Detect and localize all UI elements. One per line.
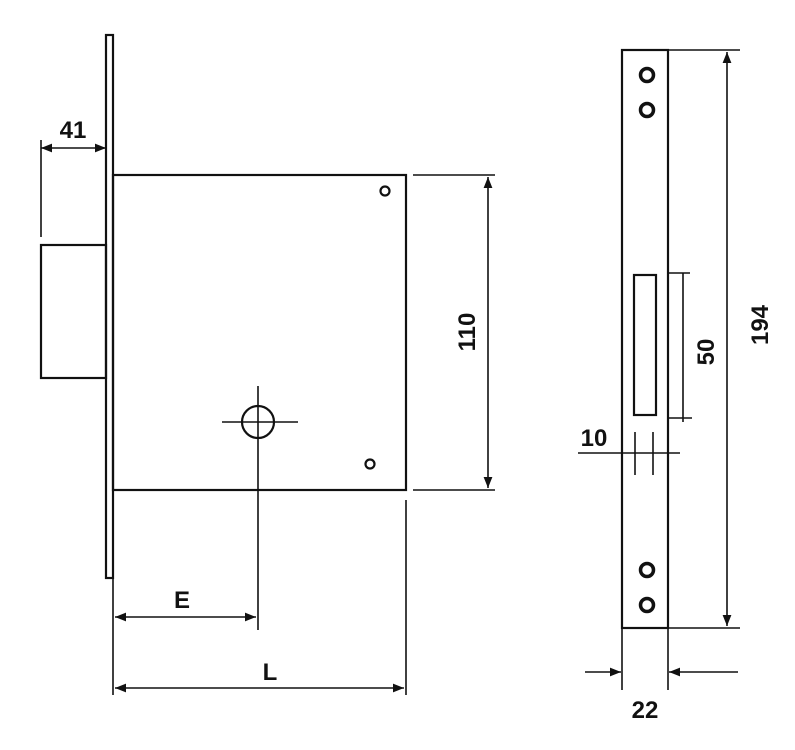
dimension-l: L [115,500,407,695]
dimension-label-10: 10 [581,425,608,452]
dimension-label-22: 22 [632,697,659,724]
dimension-label-194: 194 [747,304,774,345]
dimension-22: 22 [585,628,738,724]
lock-body-view [39,33,408,630]
bolt [39,243,108,380]
dimension-50: 50 [668,272,720,422]
dimension-label-50: 50 [693,339,720,366]
dimension-10: 10 [578,425,680,475]
dimension-label-l: L [263,659,278,686]
dimension-label-41: 41 [60,117,87,144]
dimension-label-110: 110 [454,313,481,352]
strike-screw-holes [638,66,656,614]
latch-slot [632,273,658,417]
screw-hole-top [379,185,391,197]
dimension-41: 41 [40,117,106,237]
dimension-e: E [112,578,256,695]
dimension-194: 194 [668,49,774,629]
lock-case [111,173,408,492]
screw-hole-bottom [364,458,376,470]
dimension-label-e: E [174,587,190,614]
strike-plate [620,48,670,630]
strike-plate-view [620,48,670,630]
dimension-110: 110 [413,174,495,491]
